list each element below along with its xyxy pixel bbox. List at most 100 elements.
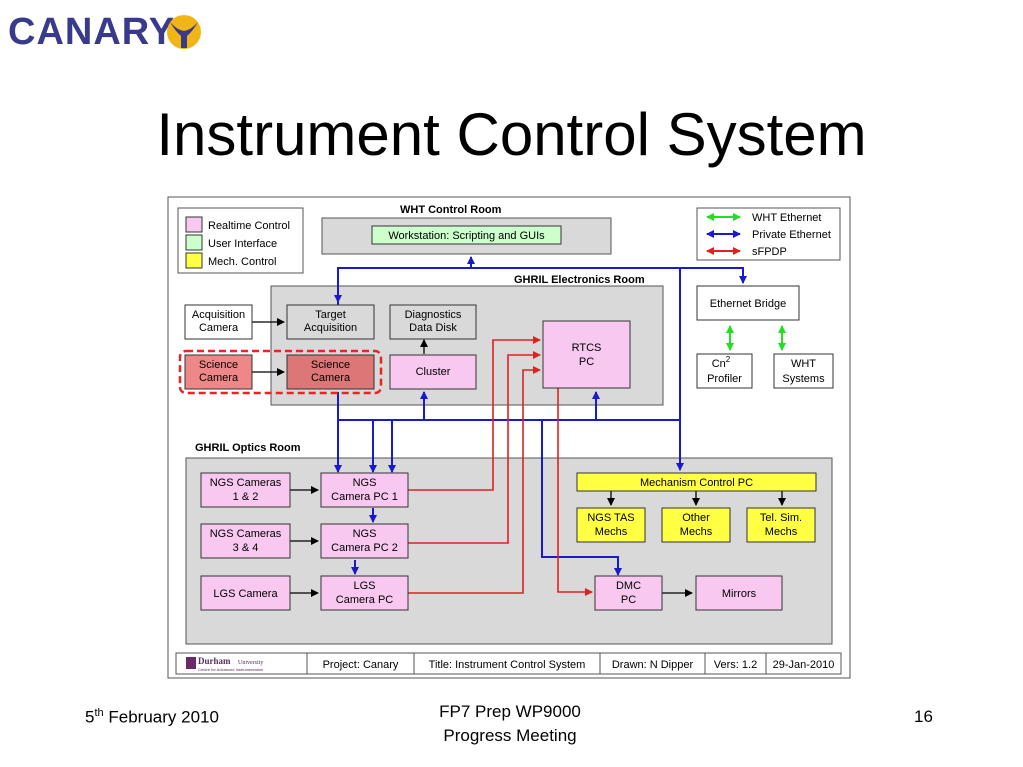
svg-text:NGS Cameras: NGS Cameras: [210, 528, 282, 540]
org-suffix: University: [238, 660, 263, 666]
svg-text:Tel. Sim.: Tel. Sim.: [760, 512, 802, 524]
svg-text:Mechanism Control PC: Mechanism Control PC: [640, 477, 753, 489]
ngs-camera-pc2-box: NGS Camera PC 2: [320, 523, 409, 559]
dmc-pc-box: DMC PC: [594, 575, 663, 611]
svg-text:Cluster: Cluster: [416, 366, 451, 378]
svg-text:Mechs: Mechs: [595, 526, 628, 538]
date-label: 29-Jan-2010: [773, 659, 835, 671]
svg-text:RTCS: RTCS: [572, 342, 602, 354]
org-name: Durham: [198, 656, 231, 666]
org-sub: Centre for Advanced Instrumentation: [198, 667, 263, 672]
acquisition-camera-box: Acquisition Camera: [184, 304, 253, 340]
legend-mech-swatch: [185, 252, 203, 269]
svg-text:Profiler: Profiler: [707, 373, 742, 385]
science-camera-right-box: Science Camera: [286, 354, 375, 390]
cluster-box: Cluster: [389, 354, 477, 390]
workstation-box: [371, 225, 562, 245]
svg-text:NGS: NGS: [353, 477, 377, 489]
rtcs-box: RTCS PC: [542, 320, 631, 389]
ngs-cameras-34-box: NGS Cameras 3 & 4: [200, 523, 291, 559]
title-label: Title: Instrument Control System: [429, 659, 586, 671]
svg-text:Camera PC 1: Camera PC 1: [331, 491, 398, 503]
svg-text:Diagnostics: Diagnostics: [405, 309, 462, 321]
svg-text:Mechs: Mechs: [765, 526, 798, 538]
svg-text:Acquisition: Acquisition: [304, 322, 357, 334]
cn2-profiler-box: Cn2 Profiler: [696, 353, 753, 389]
legend-mech: Mech. Control: [208, 256, 276, 268]
mirrors-box: Mirrors: [695, 575, 783, 611]
svg-text:Science: Science: [311, 359, 350, 371]
canary-logo: CANARY: [8, 11, 201, 53]
version-label: Vers: 1.2: [714, 659, 757, 671]
legend-realtime: Realtime Control: [208, 220, 290, 232]
control-room-label: WHT Control Room: [400, 204, 502, 216]
svg-text:3 & 4: 3 & 4: [233, 542, 259, 554]
svg-text:Mirrors: Mirrors: [722, 588, 757, 600]
svg-text:Camera PC: Camera PC: [336, 594, 394, 606]
svg-text:Ethernet Bridge: Ethernet Bridge: [710, 298, 786, 310]
svg-text:Other: Other: [682, 512, 710, 524]
svg-text:DMC: DMC: [616, 580, 641, 592]
ngs-camera-pc1-box: NGS Camera PC 1: [320, 472, 409, 508]
tel-sim-mechs-box: Tel. Sim. Mechs: [746, 507, 816, 543]
color-legend: Realtime Control User Interface Mech. Co…: [177, 207, 304, 274]
legend-ui: User Interface: [208, 238, 277, 250]
wht-control-room: WHT Control Room Workstation: Scripting …: [321, 204, 612, 255]
svg-text:LGS Camera: LGS Camera: [213, 588, 278, 600]
footer-date: 5th February 2010: [85, 707, 219, 727]
logo-text: CANARY: [8, 11, 175, 53]
sfpdp-links: [408, 336, 593, 596]
link-legend: WHT Ethernet Private Ethernet sFPDP: [696, 207, 841, 261]
svg-text:PC: PC: [621, 594, 636, 606]
svg-text:1 & 2: 1 & 2: [233, 491, 259, 503]
svg-text:Data Disk: Data Disk: [409, 322, 457, 334]
science-camera-highlight: [178, 349, 383, 395]
optics-room-label: GHRIL Optics Room: [195, 442, 301, 454]
svg-text:Mechs: Mechs: [680, 526, 713, 538]
svg-text:Camera: Camera: [199, 322, 239, 334]
ethernet-bridge-box: Ethernet Bridge: [696, 285, 800, 321]
wht-ethernet-links: [726, 325, 786, 351]
workstation-label: Workstation: Scripting and GUIs: [388, 230, 545, 242]
target-acquisition-box: Target Acquisition: [286, 304, 375, 340]
svg-text:WHT: WHT: [791, 358, 816, 370]
wht-systems-box: WHT Systems: [773, 353, 834, 389]
svg-text:PC: PC: [579, 356, 594, 368]
svg-text:NGS: NGS: [353, 528, 377, 540]
legend-realtime-swatch: [185, 216, 203, 233]
svg-text:NGS TAS: NGS TAS: [587, 512, 634, 524]
diagnostics-box: Diagnostics Data Disk: [389, 304, 477, 340]
svg-text:Cn2: Cn2: [712, 355, 731, 370]
footer-meeting: FP7 Prep WP9000 Progress Meeting: [380, 700, 640, 748]
ngs-cameras-12-box: NGS Cameras 1 & 2: [200, 472, 291, 508]
lgs-camera-box: LGS Camera: [200, 575, 291, 611]
lgs-camera-pc-box: LGS Camera PC: [320, 575, 409, 611]
svg-text:Camera PC 2: Camera PC 2: [331, 542, 398, 554]
ngs-tas-mechs-box: NGS TAS Mechs: [576, 507, 646, 543]
title-block: Durham University Centre for Advanced In…: [175, 652, 842, 675]
science-camera-left-box: Science Camera: [184, 354, 253, 390]
project-label: Project: Canary: [323, 659, 399, 671]
legend-ui-swatch: [185, 234, 203, 251]
footer-line1: FP7 Prep WP9000: [439, 702, 581, 721]
mechanism-control-pc-box: Mechanism Control PC: [576, 472, 817, 492]
other-mechs-box: Other Mechs: [661, 507, 731, 543]
link-legend-sfpdp: sFPDP: [752, 246, 787, 258]
link-legend-wht: WHT Ethernet: [752, 212, 822, 224]
page-number: 16: [914, 707, 933, 726]
svg-text:LGS: LGS: [353, 580, 375, 592]
svg-text:Camera: Camera: [199, 372, 239, 384]
svg-text:Systems: Systems: [782, 373, 825, 385]
svg-text:Acquisition: Acquisition: [192, 309, 245, 321]
durham-crest-icon: [186, 657, 196, 669]
footer-line2: Progress Meeting: [443, 726, 577, 745]
slide-title: Instrument Control System: [156, 101, 867, 168]
private-ethernet-links: [334, 256, 747, 576]
electronics-room-label: GHRIL Electronics Room: [514, 274, 645, 286]
svg-text:Target: Target: [315, 309, 346, 321]
link-legend-private: Private Ethernet: [752, 229, 831, 241]
svg-text:Science: Science: [199, 359, 238, 371]
svg-text:Camera: Camera: [311, 372, 351, 384]
svg-text:NGS Cameras: NGS Cameras: [210, 477, 282, 489]
